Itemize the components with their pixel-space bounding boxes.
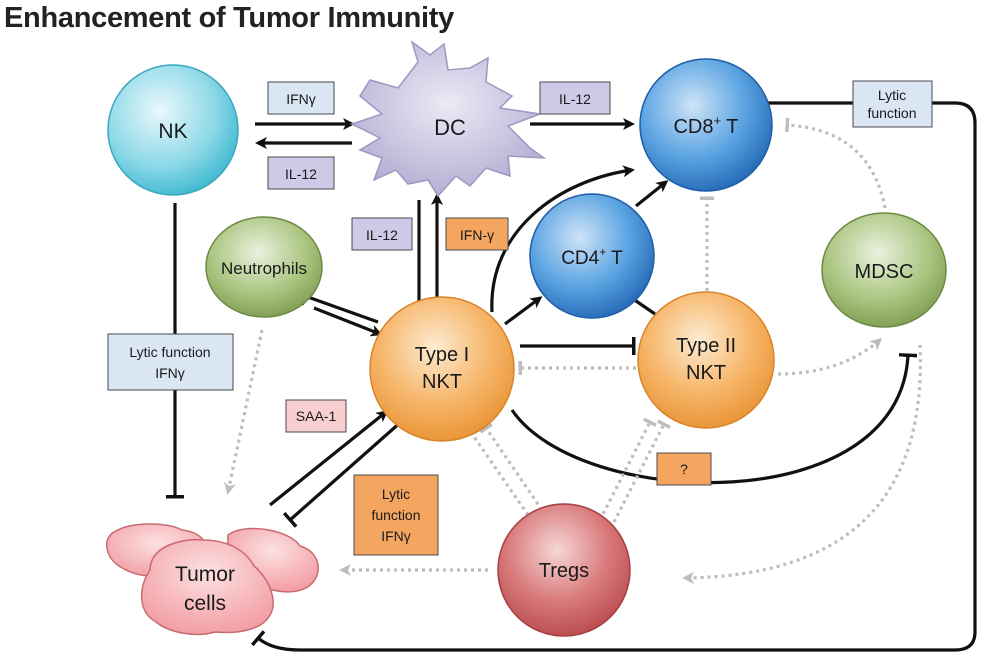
label-il12-dc-cd8: IL-12 xyxy=(539,81,611,115)
svg-text:CD8+ T: CD8+ T xyxy=(673,113,738,138)
svg-text:CD4+ T: CD4+ T xyxy=(561,245,623,269)
nk-cell: NK xyxy=(107,64,239,196)
dc-label: DC xyxy=(434,115,466,140)
dotted-type2-nkt-to-mdsc xyxy=(777,338,883,376)
label-ifng-nkt-dc: IFN-γ xyxy=(445,217,509,251)
inhibit-type1-nkt-to-neutrophils xyxy=(300,287,379,324)
tregs-cell: Tregs xyxy=(497,503,631,637)
arrow-type1-nkt-to-cd8 xyxy=(490,165,635,313)
label-question: ? xyxy=(656,452,712,486)
dotted-tregs-inhibit-type1-a xyxy=(463,425,530,516)
arrow-tumor-to-type1-nkt xyxy=(268,410,389,507)
dotted-mdsc-inhibit-cd8 xyxy=(785,117,887,209)
page-title: Enhancement of Tumor Immunity xyxy=(4,2,454,34)
svg-text:function: function xyxy=(867,105,916,121)
dotted-tregs-inhibit-type2-a xyxy=(598,417,657,521)
type2-nkt-cell: Type II NKT xyxy=(637,291,775,429)
svg-text:Lytic: Lytic xyxy=(878,87,906,103)
cd4-superscript: + xyxy=(599,245,606,259)
svg-text:Lytic function: Lytic function xyxy=(129,344,210,360)
mdsc-label: MDSC xyxy=(855,261,914,283)
arrow-cd4-to-cd8 xyxy=(635,180,669,208)
type1-nkt-cell: Type I NKT xyxy=(369,296,515,442)
tumor-label-line2: cells xyxy=(184,592,226,615)
type1-nkt-label-line1: Type I xyxy=(415,344,469,366)
dotted-connections xyxy=(223,117,922,584)
cd8-suffix: T xyxy=(721,116,738,138)
cd8-label: CD8 xyxy=(673,116,713,138)
cd8-t-cell: CD8+ T xyxy=(639,58,773,192)
label-lytic-nkt: Lytic function IFNγ xyxy=(353,474,439,556)
cd4-t-cell: CD4+ T xyxy=(529,193,655,319)
label-il12-dc-nkt: IL-12 xyxy=(351,217,413,251)
svg-text:IFNγ: IFNγ xyxy=(381,528,411,544)
label-ifng-nk-dc: IFNγ xyxy=(267,81,335,115)
svg-text:IL-12: IL-12 xyxy=(366,227,398,243)
svg-text:IFNγ: IFNγ xyxy=(155,365,185,381)
type2-nkt-label-line1: Type II xyxy=(676,335,736,357)
dotted-mdsc-to-tregs xyxy=(682,344,922,584)
svg-text:Lytic: Lytic xyxy=(382,486,410,502)
dc-cell: DC xyxy=(350,40,547,198)
label-lytic-cd8: Lytic function xyxy=(852,80,933,128)
neutrophils-cell: Neutrophils xyxy=(205,216,323,318)
label-saa1: SAA-1 xyxy=(285,399,347,433)
svg-text:IFN-γ: IFN-γ xyxy=(460,227,494,243)
tumor-cells: Tumor cells xyxy=(106,523,319,636)
cd8-superscript: + xyxy=(714,113,722,128)
inhibit-type1-nkt-to-mdsc xyxy=(510,353,918,485)
tumor-label-line1: Tumor xyxy=(175,563,235,586)
inhibit-type1-nkt-to-tumor xyxy=(282,419,404,528)
svg-text:SAA-1: SAA-1 xyxy=(296,408,337,424)
type2-nkt-label-line2: NKT xyxy=(686,362,726,384)
arrow-neutrophils-to-type1-nkt xyxy=(313,306,383,337)
svg-text:IFNγ: IFNγ xyxy=(286,91,316,107)
svg-text:IL-12: IL-12 xyxy=(559,91,591,107)
dotted-tregs-inhibit-type2-b xyxy=(612,419,671,523)
svg-text:?: ? xyxy=(680,461,688,477)
dotted-tregs-inhibit-type1-b xyxy=(479,422,544,511)
arrow-type1-nkt-to-cd4 xyxy=(504,296,543,326)
tregs-label: Tregs xyxy=(539,560,589,582)
cd4-suffix: T xyxy=(606,248,623,269)
type1-nkt-label-line2: NKT xyxy=(422,371,462,393)
nk-label: NK xyxy=(158,120,187,143)
inhibit-cd8-to-tumor xyxy=(251,101,977,652)
mdsc-cell: MDSC xyxy=(821,212,947,328)
cd4-label: CD4 xyxy=(561,248,599,269)
label-lytic-nk: Lytic function IFNγ xyxy=(107,333,234,391)
label-il12-dc-nk: IL-12 xyxy=(267,156,335,190)
svg-text:function: function xyxy=(371,507,420,523)
neutrophils-label: Neutrophils xyxy=(221,259,307,278)
svg-text:IL-12: IL-12 xyxy=(285,166,317,182)
